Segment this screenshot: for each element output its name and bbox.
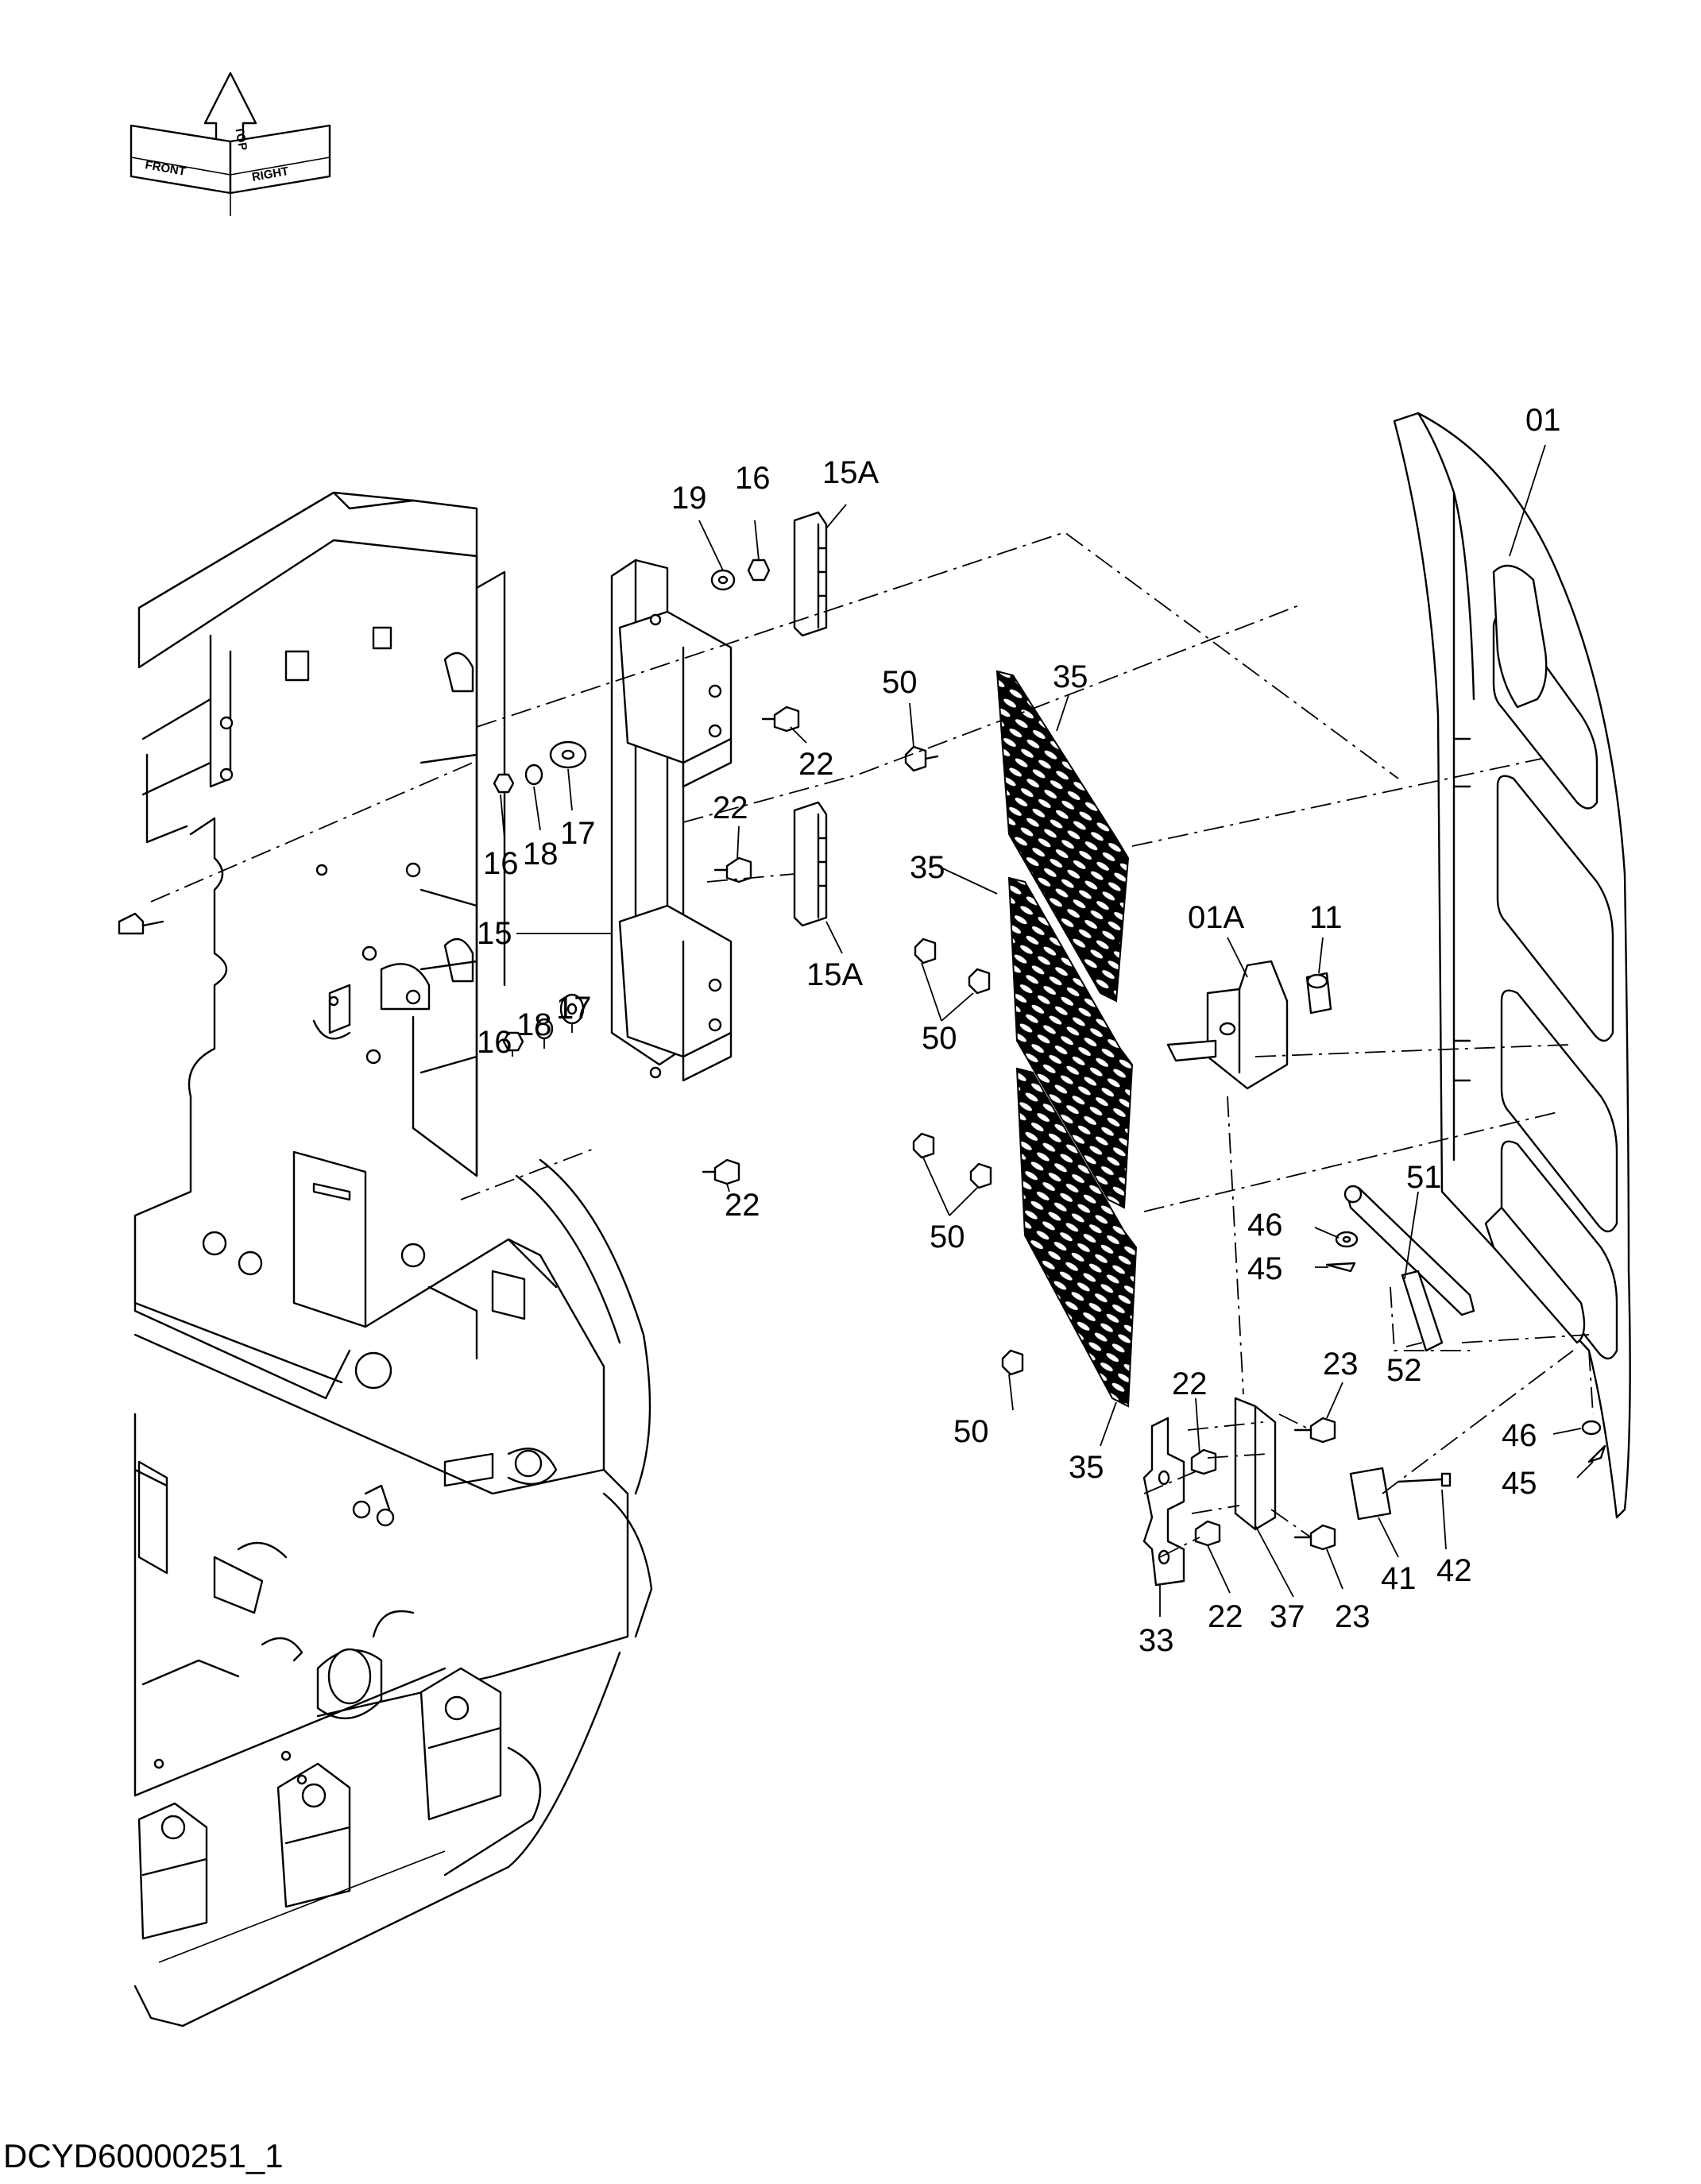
callout-42: 42	[1436, 1553, 1472, 1588]
callout-45-a: 45	[1247, 1251, 1283, 1286]
hinge-part-15a-lower	[793, 801, 828, 927]
callout-18-mid: 18	[523, 837, 559, 872]
lock-bracket-part-01a	[1166, 960, 1289, 1090]
callout-22-b: 22	[713, 790, 748, 825]
callout-11: 11	[1309, 900, 1343, 935]
hinge-bracket-part-15	[610, 559, 733, 1082]
callout-33: 33	[1139, 1623, 1174, 1658]
hardware-group	[493, 559, 1606, 1551]
callout-46-a: 46	[1247, 1208, 1283, 1243]
callout-01a: 01A	[1188, 900, 1244, 935]
callout-15a-top: 15A	[822, 455, 879, 490]
callout-37: 37	[1270, 1599, 1305, 1634]
callout-15a-bottom: 15A	[806, 957, 863, 992]
callout-17-mid: 17	[560, 816, 596, 851]
callout-41: 41	[1381, 1561, 1417, 1596]
compass-top-label: TOP	[232, 126, 249, 152]
callout-18-low: 18	[516, 1007, 552, 1042]
callout-50-bottom: 50	[953, 1414, 989, 1449]
callout-45-b: 45	[1502, 1466, 1537, 1501]
orientation-compass-icon: FRONT TOP RIGHT	[130, 72, 331, 216]
callout-01: 01	[1525, 403, 1561, 438]
callout-35-bottom: 35	[1069, 1450, 1104, 1485]
callout-labels: 01 19 16 15A 50 35 22 16 18 17 22 35 01A…	[477, 403, 1561, 1658]
callout-35-top: 35	[1053, 659, 1088, 694]
callout-35-mid: 35	[910, 850, 945, 885]
support-rod-part-51	[1343, 1185, 1475, 1316]
side-door-part-01	[1393, 412, 1631, 1519]
callout-15: 15	[477, 916, 512, 951]
callout-52: 52	[1386, 1353, 1422, 1388]
callout-16-mid: 16	[483, 846, 519, 881]
door-stopper-part-33	[1142, 1417, 1185, 1587]
callout-51: 51	[1406, 1160, 1442, 1195]
callout-22-e: 22	[1208, 1599, 1243, 1634]
callout-50-mid: 50	[922, 1021, 957, 1056]
rod-holder-part-52	[1401, 1270, 1444, 1352]
callout-23-a: 23	[1323, 1347, 1359, 1382]
callout-17-low: 17	[556, 991, 592, 1026]
mesh-screen-part-35	[995, 670, 1138, 1408]
callout-22-a: 22	[798, 747, 834, 782]
callout-22-d: 22	[1172, 1366, 1208, 1401]
callout-19: 19	[671, 481, 707, 516]
callout-50-top: 50	[882, 665, 918, 700]
callout-50-low: 50	[930, 1220, 965, 1254]
drawing-code: DCYD60000251_1	[3, 2137, 284, 2174]
callout-22-c: 22	[725, 1188, 760, 1223]
door-stopper-part-37	[1234, 1397, 1277, 1531]
leader-lines	[500, 444, 1594, 1617]
callout-46-b: 46	[1502, 1418, 1537, 1453]
center-lines	[150, 531, 1594, 1558]
upper-frame-assembly	[118, 491, 653, 2027]
callout-16-low: 16	[477, 1025, 512, 1060]
callout-16-top: 16	[735, 461, 771, 496]
hinge-part-15a-upper	[793, 511, 828, 637]
callout-23-b: 23	[1335, 1599, 1370, 1634]
